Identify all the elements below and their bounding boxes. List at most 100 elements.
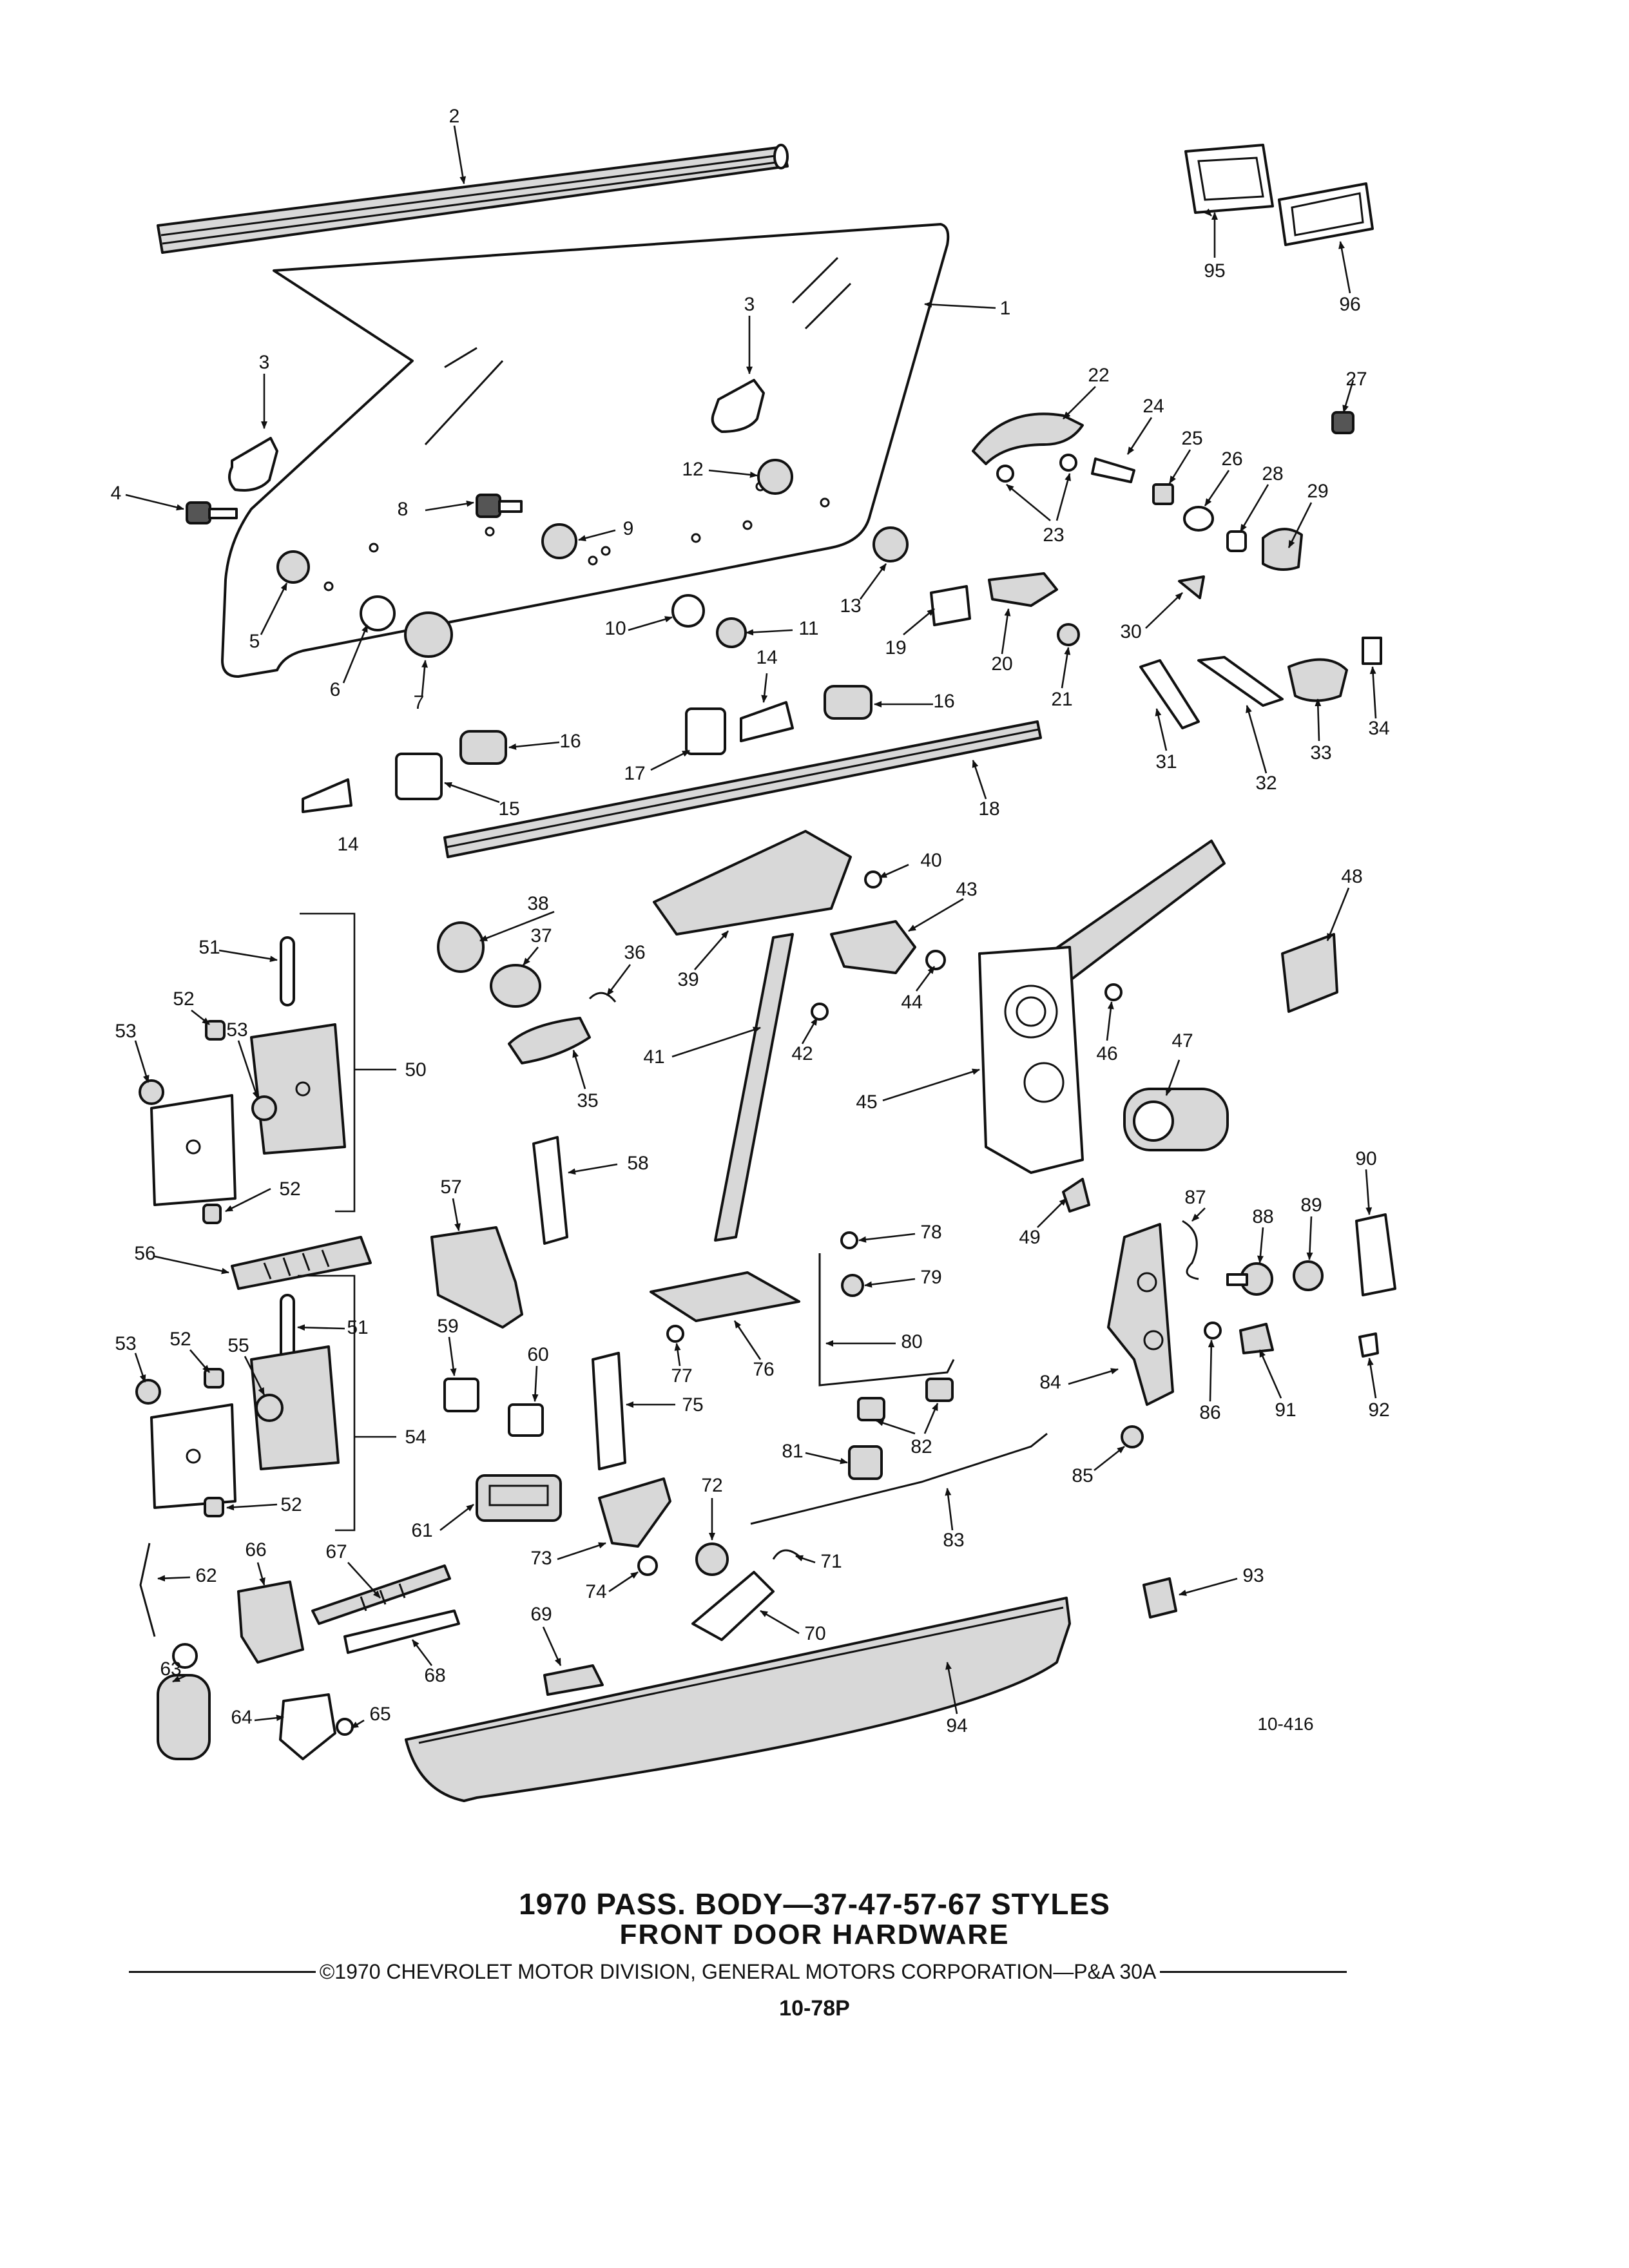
callout-54: 54 xyxy=(405,1427,426,1448)
callout-5: 5 xyxy=(249,631,260,652)
part-72-bushing xyxy=(695,1542,729,1576)
callout-7: 7 xyxy=(414,692,425,713)
part-38-spring xyxy=(437,921,485,973)
part-89-washer xyxy=(1293,1260,1324,1291)
part-6-washer xyxy=(360,595,396,631)
part-60-clip xyxy=(508,1403,544,1437)
callout-53b: 53 xyxy=(226,1019,247,1041)
callout-68: 68 xyxy=(424,1665,445,1686)
part-30-cap xyxy=(1178,575,1205,599)
callout-3b: 3 xyxy=(259,352,270,373)
part-16-guide-b xyxy=(824,685,872,720)
callout-3: 3 xyxy=(744,294,755,315)
callout-84: 84 xyxy=(1039,1372,1061,1393)
callout-51b: 51 xyxy=(347,1317,368,1338)
callout-45: 45 xyxy=(856,1091,877,1113)
part-29-escutcheon xyxy=(1262,528,1303,571)
callout-78: 78 xyxy=(920,1222,941,1243)
part-81-clip xyxy=(848,1445,883,1480)
part-42-screw xyxy=(811,1003,829,1021)
part-63-solenoid xyxy=(157,1643,211,1760)
part-8-bolt xyxy=(476,494,523,518)
part-50-upper-hinge xyxy=(150,1023,346,1206)
part-51-pin xyxy=(280,936,295,1006)
callout-80: 80 xyxy=(901,1331,922,1352)
callout-labels: 1 2 3 3 4 5 6 7 8 9 10 11 12 13 14 14 15… xyxy=(111,106,1390,1736)
callout-86: 86 xyxy=(1199,1402,1220,1423)
copyright-text: ©1970 CHEVROLET MOTOR DIVISION, GENERAL … xyxy=(319,1959,1157,1983)
part-53-bolt xyxy=(139,1079,164,1105)
callout-52c: 52 xyxy=(169,1329,191,1350)
callout-6: 6 xyxy=(330,679,341,700)
part-92-pin xyxy=(1358,1332,1379,1358)
part-33-cover xyxy=(1287,658,1348,702)
callout-11: 11 xyxy=(798,618,818,639)
callout-16: 16 xyxy=(933,691,954,712)
callout-49: 49 xyxy=(1019,1227,1040,1248)
callout-31: 31 xyxy=(1155,751,1177,773)
part-3-bracket-b xyxy=(228,437,278,492)
copyright-rule-left xyxy=(129,1970,316,1973)
part-62-rod xyxy=(139,1542,156,1637)
diagram-title-line-2: FRONT DOOR HARDWARE xyxy=(619,1919,1010,1950)
part-83-rod xyxy=(750,1432,1048,1525)
callout-8: 8 xyxy=(398,499,409,520)
part-39-regulator-sash xyxy=(653,830,852,936)
part-85-screw xyxy=(1121,1425,1144,1448)
callout-22: 22 xyxy=(1088,365,1109,386)
callout-47: 47 xyxy=(1171,1030,1193,1052)
part-53-bolt-b xyxy=(251,1095,277,1121)
callout-77: 77 xyxy=(671,1365,692,1387)
callout-62: 62 xyxy=(195,1565,217,1586)
hinge-50-bracket-line xyxy=(300,912,356,1213)
part-16-guide xyxy=(459,730,507,765)
part-59-clip xyxy=(443,1378,479,1412)
part-84-door-lock xyxy=(1107,1223,1174,1406)
callout-88: 88 xyxy=(1252,1206,1273,1227)
part-19-clip xyxy=(930,585,971,626)
callout-65: 65 xyxy=(369,1704,390,1725)
part-88-striker xyxy=(1226,1262,1273,1296)
part-55-bolt xyxy=(255,1394,284,1422)
part-71-clip xyxy=(772,1549,800,1560)
part-40-nut xyxy=(864,870,882,889)
callout-91: 91 xyxy=(1275,1399,1296,1421)
callout-38: 38 xyxy=(527,893,548,914)
callout-66: 66 xyxy=(245,1539,266,1561)
part-95-housing xyxy=(1184,144,1274,214)
callout-92: 92 xyxy=(1368,1399,1389,1421)
callout-52b: 52 xyxy=(279,1178,300,1200)
part-57-lock-cylinder-housing xyxy=(430,1226,523,1329)
part-79-clip xyxy=(841,1274,864,1297)
part-25-spring xyxy=(1152,483,1174,505)
part-82-clip xyxy=(857,1397,885,1421)
callout-72: 72 xyxy=(701,1475,722,1496)
callout-21: 21 xyxy=(1051,689,1072,710)
part-4-bolt xyxy=(186,501,238,524)
callout-14b: 14 xyxy=(337,834,358,855)
part-36-clip xyxy=(588,992,617,1003)
callout-42: 42 xyxy=(791,1043,813,1064)
callout-43: 43 xyxy=(956,879,977,900)
callout-85: 85 xyxy=(1072,1465,1093,1486)
callout-17: 17 xyxy=(624,763,645,784)
callout-79: 79 xyxy=(920,1267,941,1288)
copyright-line: ©1970 CHEVROLET MOTOR DIVISION, GENERAL … xyxy=(129,1959,1347,1984)
callout-41: 41 xyxy=(643,1046,664,1068)
part-5-bushing xyxy=(276,550,310,584)
part-52-bushing-b xyxy=(202,1204,222,1224)
callout-34: 34 xyxy=(1368,718,1389,739)
page-number: 10-78P xyxy=(779,1996,850,2021)
callout-50: 50 xyxy=(405,1059,426,1081)
part-3-bracket xyxy=(711,379,765,433)
part-75-bracket xyxy=(592,1352,626,1470)
part-43-bracket xyxy=(830,920,916,974)
callout-52: 52 xyxy=(173,988,194,1010)
part-69-clip xyxy=(543,1664,604,1696)
part-2-channel-strip xyxy=(157,144,789,254)
callout-2: 2 xyxy=(449,106,460,127)
part-15-guide xyxy=(395,753,443,800)
part-53-bolt-c xyxy=(135,1379,161,1405)
diagram-title-line-1: 1970 PASS. BODY—37-47-57-67 STYLES xyxy=(519,1887,1110,1921)
callout-9: 9 xyxy=(623,518,634,539)
